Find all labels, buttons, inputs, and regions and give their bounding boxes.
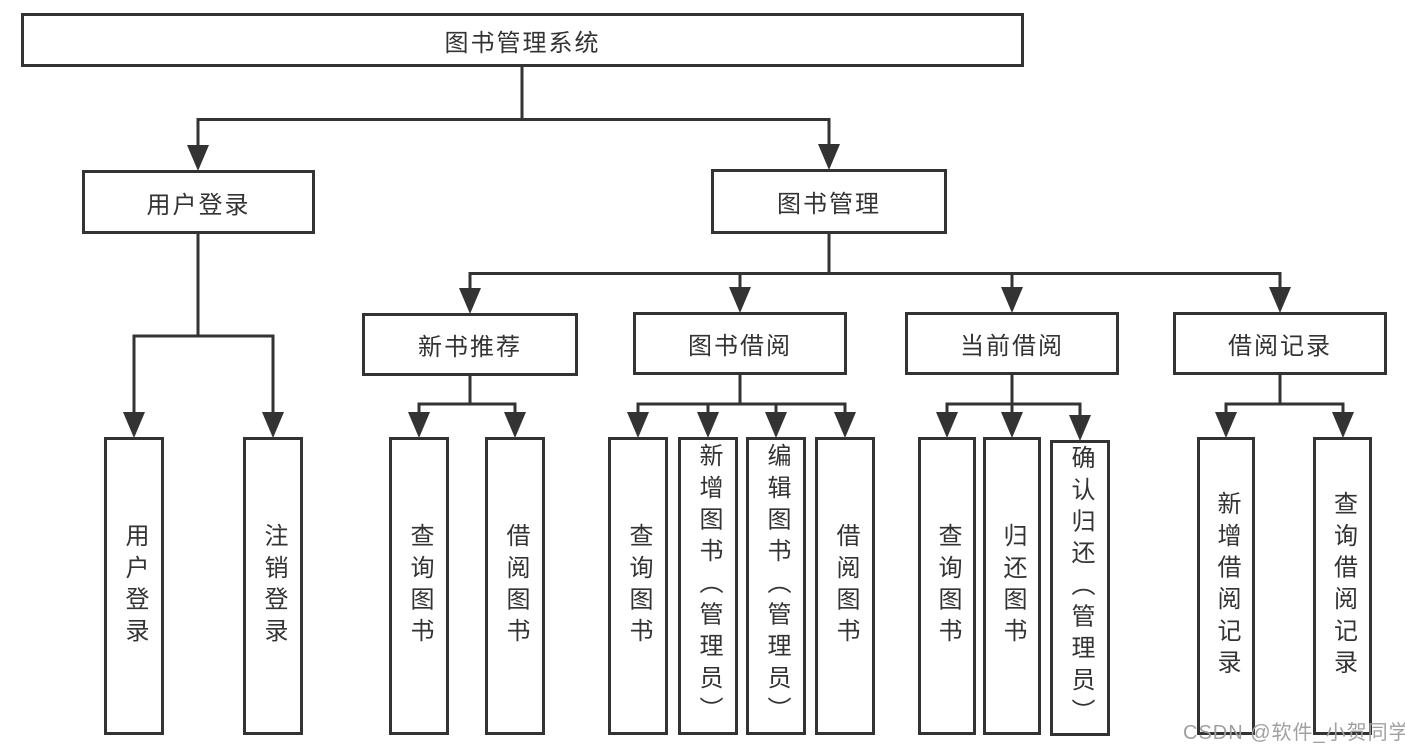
node-return-book: 归还图书	[983, 437, 1041, 735]
connector-new-book-rec-to-children	[417, 376, 517, 414]
node-logout-leaf: 注销登录	[243, 437, 303, 735]
node-borrow-record: 借阅记录	[1173, 312, 1387, 375]
node-borrow-book-2: 借阅图书	[815, 437, 875, 735]
node-borrow-book-2-label: 借阅图书	[832, 522, 859, 650]
connector-borrow-record-to-children	[1224, 375, 1345, 414]
connector-user-login-to-children	[132, 234, 275, 412]
node-query-book-3-label: 查询图书	[934, 522, 961, 650]
arrowhead	[187, 145, 209, 171]
node-user-login-leaf: 用户登录	[104, 437, 164, 735]
node-edit-book-admin: 编辑图书（管理员）	[746, 437, 806, 735]
connector-book-borrow-to-children	[636, 375, 847, 414]
node-borrow-book-1-label: 借阅图书	[502, 522, 529, 650]
node-book-borrow-label: 图书借阅	[688, 333, 792, 360]
arrowhead	[123, 412, 145, 438]
arrowhead	[765, 412, 787, 438]
node-query-book-2-label: 查询图书	[625, 522, 652, 650]
node-add-book-admin-label: 新增图书（管理员）	[695, 443, 722, 729]
node-query-borrow-record: 查询借阅记录	[1313, 437, 1372, 735]
arrowhead	[729, 287, 751, 313]
connector-root-to-level2	[196, 64, 831, 146]
node-return-book-label: 归还图书	[999, 522, 1026, 650]
arrowhead	[1001, 412, 1023, 438]
node-new-book-rec: 新书推荐	[362, 313, 578, 376]
connector-current-borrow-to-children	[945, 375, 1082, 416]
node-user-login-leaf-label: 用户登录	[121, 522, 148, 650]
node-book-borrow: 图书借阅	[633, 312, 847, 375]
arrowhead	[504, 412, 526, 438]
node-confirm-return-admin: 确认归还（管理员）	[1050, 440, 1110, 736]
node-query-book-1: 查询图书	[389, 437, 449, 735]
arrowhead	[818, 144, 840, 170]
node-query-book-1-label: 查询图书	[406, 522, 433, 650]
arrowhead	[697, 412, 719, 438]
node-add-borrow-record: 新增借阅记录	[1197, 437, 1255, 735]
node-logout-leaf-label: 注销登录	[260, 522, 287, 650]
node-user-login-label: 用户登录	[146, 191, 251, 219]
arrowhead	[627, 412, 649, 438]
node-edit-book-admin-label: 编辑图书（管理员）	[763, 443, 790, 729]
arrowhead	[1332, 412, 1354, 438]
arrowhead	[936, 412, 958, 438]
arrowhead	[1001, 287, 1023, 313]
node-query-book-2: 查询图书	[608, 437, 668, 735]
node-borrow-book-1: 借阅图书	[485, 437, 545, 735]
arrowhead	[1215, 412, 1237, 438]
node-add-borrow-record-label: 新增借阅记录	[1213, 490, 1240, 682]
node-new-book-rec-label: 新书推荐	[418, 334, 522, 361]
node-query-book-3: 查询图书	[918, 437, 976, 735]
arrowhead	[408, 412, 430, 438]
node-user-login: 用户登录	[82, 170, 315, 234]
node-root-label: 图书管理系统	[444, 29, 601, 57]
arrowhead	[1069, 415, 1091, 441]
node-confirm-return-admin-label: 确认归还（管理员）	[1067, 445, 1094, 731]
node-book-mgmt-label: 图书管理	[777, 191, 881, 218]
arrowhead	[834, 412, 856, 438]
node-root: 图书管理系统	[21, 13, 1024, 67]
arrowhead	[262, 412, 284, 438]
connector-book-mgmt-to-level3	[468, 234, 1282, 288]
node-query-borrow-record-label: 查询借阅记录	[1329, 490, 1357, 682]
node-current-borrow-label: 当前借阅	[960, 333, 1064, 360]
watermark: CSDN @软件_小贺同学	[1183, 722, 1405, 744]
arrowhead	[459, 288, 481, 314]
node-current-borrow: 当前借阅	[905, 312, 1119, 375]
node-add-book-admin: 新增图书（管理员）	[678, 437, 738, 735]
node-borrow-record-label: 借阅记录	[1228, 333, 1332, 360]
arrowhead	[1269, 287, 1291, 313]
node-book-mgmt: 图书管理	[711, 169, 947, 234]
